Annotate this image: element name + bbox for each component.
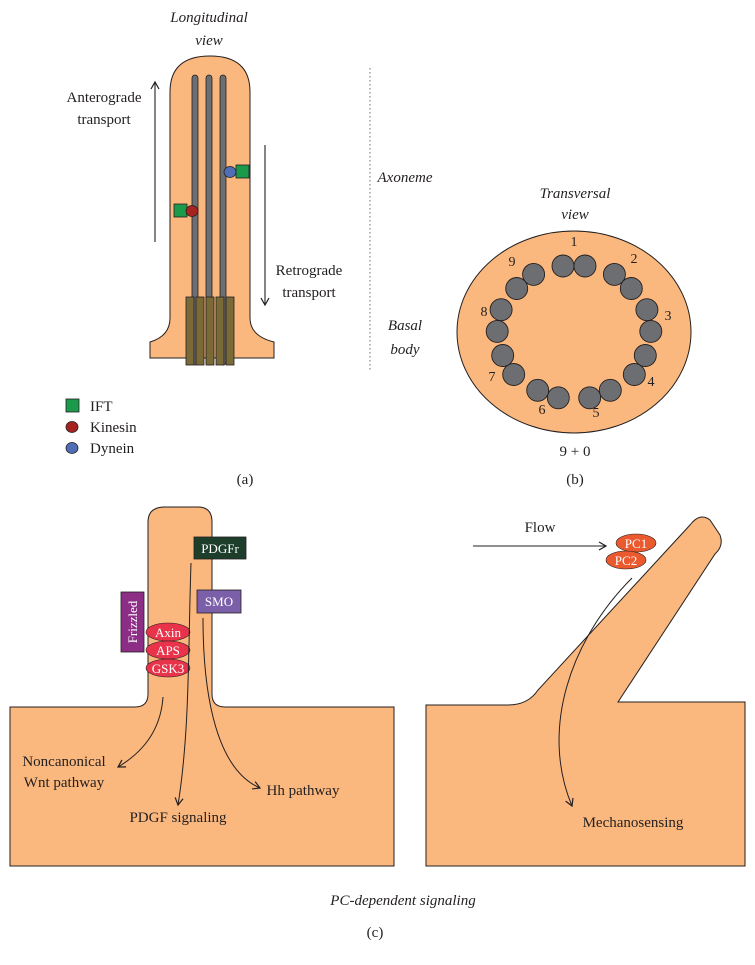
anterograde-label-2: transport <box>77 112 131 128</box>
pc-dependent-signaling-title: PC-dependent signaling <box>329 893 476 909</box>
noncanonical-label-2: Wnt pathway <box>24 775 105 791</box>
smo-box <box>196 589 242 614</box>
ift-legend-icon <box>65 398 80 413</box>
axin-label: Axin <box>155 625 182 640</box>
doublet-number: 3 <box>665 309 672 324</box>
cell-with-cilium <box>9 506 395 867</box>
transversal-title: Transversal <box>540 186 611 202</box>
microtubule-doublet-tubule <box>485 319 509 343</box>
basal-body-label-2: body <box>390 342 420 358</box>
gsk3-oval <box>145 658 191 678</box>
axoneme-label: Axoneme <box>377 170 433 186</box>
frizzled-label: Frizzled <box>125 600 140 643</box>
microtubule-doublet-tubule <box>639 319 663 343</box>
microtubule-doublet-tubule <box>635 298 659 322</box>
basal-body-label: Basal <box>388 318 422 334</box>
microtubule-doublet-tubule <box>505 277 529 300</box>
microtubule-doublet-tubule <box>619 277 643 300</box>
microtubule-doublet-tubule <box>622 363 646 386</box>
mechanosensing-label: Mechanosensing <box>583 815 684 831</box>
longitudinal-title-2: view <box>195 33 223 49</box>
pdgf-signaling-label: PDGF signaling <box>129 810 227 826</box>
doublet-number: 8 <box>481 305 488 320</box>
legend-kinesin: Kinesin <box>90 420 137 436</box>
wnt-arrow <box>116 696 164 768</box>
microtubule-doublet-tubule <box>551 254 575 278</box>
nine-plus-zero: 9 + 0 <box>560 444 591 460</box>
dynein-legend-icon <box>65 442 79 454</box>
doublet-number: 9 <box>509 255 516 270</box>
microtubule-doublet-tubule <box>522 262 546 286</box>
caption-c: (c) <box>367 925 384 941</box>
doublet-numbers: 1 2 3 4 5 6 7 8 9 <box>481 235 672 421</box>
doublet-number: 2 <box>631 252 638 267</box>
panel-c-left: PDGFr SMO Frizzled Axin APS GSK3 Noncano… <box>9 506 395 867</box>
frizzled-box <box>120 591 145 653</box>
pc1-label: PC1 <box>625 536 647 551</box>
hh-pathway-label: Hh pathway <box>267 783 340 799</box>
pc2-label: PC2 <box>615 553 637 568</box>
microtubule-doublet-tubule <box>578 386 602 410</box>
microtubule-doublet-tubule <box>633 344 657 367</box>
microtubule-doublet-tubule <box>502 363 526 386</box>
doublet-number: 1 <box>571 235 578 250</box>
panel-b: Transversal view 1 2 3 4 5 6 7 8 9 9 + 0… <box>456 186 692 488</box>
transversal-title-2: view <box>561 207 589 223</box>
microtubule-doublet-tubule <box>489 298 513 322</box>
legend-dynein: Dynein <box>90 441 135 457</box>
basal-body-cylinders <box>185 296 235 366</box>
doublet-number: 5 <box>593 406 600 421</box>
ift-square <box>235 164 250 179</box>
microtubule-doublet-tubule <box>491 344 515 367</box>
gsk3-label: GSK3 <box>152 661 185 676</box>
panel-c-right: Flow PC1 PC2 Mechanosensing <box>425 516 746 867</box>
bent-cilium-cell <box>425 516 746 867</box>
microtubule-doublet-tubule <box>598 378 622 402</box>
pdgf-arrow <box>174 562 192 807</box>
microtubule-doublet-tubule <box>546 386 570 410</box>
longitudinal-title: Longitudinal <box>169 10 248 26</box>
microtubule-doublets <box>485 254 663 410</box>
microtubule-doublet-tubule <box>526 378 550 402</box>
smo-label: SMO <box>205 594 233 609</box>
microtubule-doublet-tubule <box>573 254 597 278</box>
caption-b: (b) <box>566 472 584 488</box>
pdgfr-box <box>193 536 247 560</box>
hh-arrow <box>202 617 262 790</box>
ift-square <box>173 203 188 218</box>
microtubule <box>191 74 199 366</box>
kinesin-legend-icon <box>65 421 79 433</box>
microtubule-doublet-tubule <box>602 262 626 286</box>
panel-a: Longitudinal view Anterograde transport … <box>65 10 433 488</box>
anterograde-label: Anterograde <box>67 90 142 106</box>
legend: IFT Kinesin Dynein <box>65 398 137 457</box>
legend-ift: IFT <box>90 399 113 415</box>
aps-label: APS <box>156 643 180 658</box>
kinesin-icon <box>185 205 199 217</box>
pdgfr-label: PDGFr <box>201 541 239 556</box>
doublet-number: 7 <box>489 370 496 385</box>
caption-a: (a) <box>237 472 254 488</box>
noncanonical-label: Noncanonical <box>22 754 105 770</box>
dynein-icon <box>223 166 237 178</box>
doublet-number: 6 <box>539 403 546 418</box>
flow-label: Flow <box>525 520 556 536</box>
mechanosensing-arrow <box>558 577 633 808</box>
retrograde-label: Retrograde <box>276 263 343 279</box>
retrograde-label-2: transport <box>282 285 336 301</box>
axoneme-microtubules <box>191 74 227 366</box>
doublet-number: 4 <box>648 375 655 390</box>
pc2-oval <box>605 550 647 570</box>
